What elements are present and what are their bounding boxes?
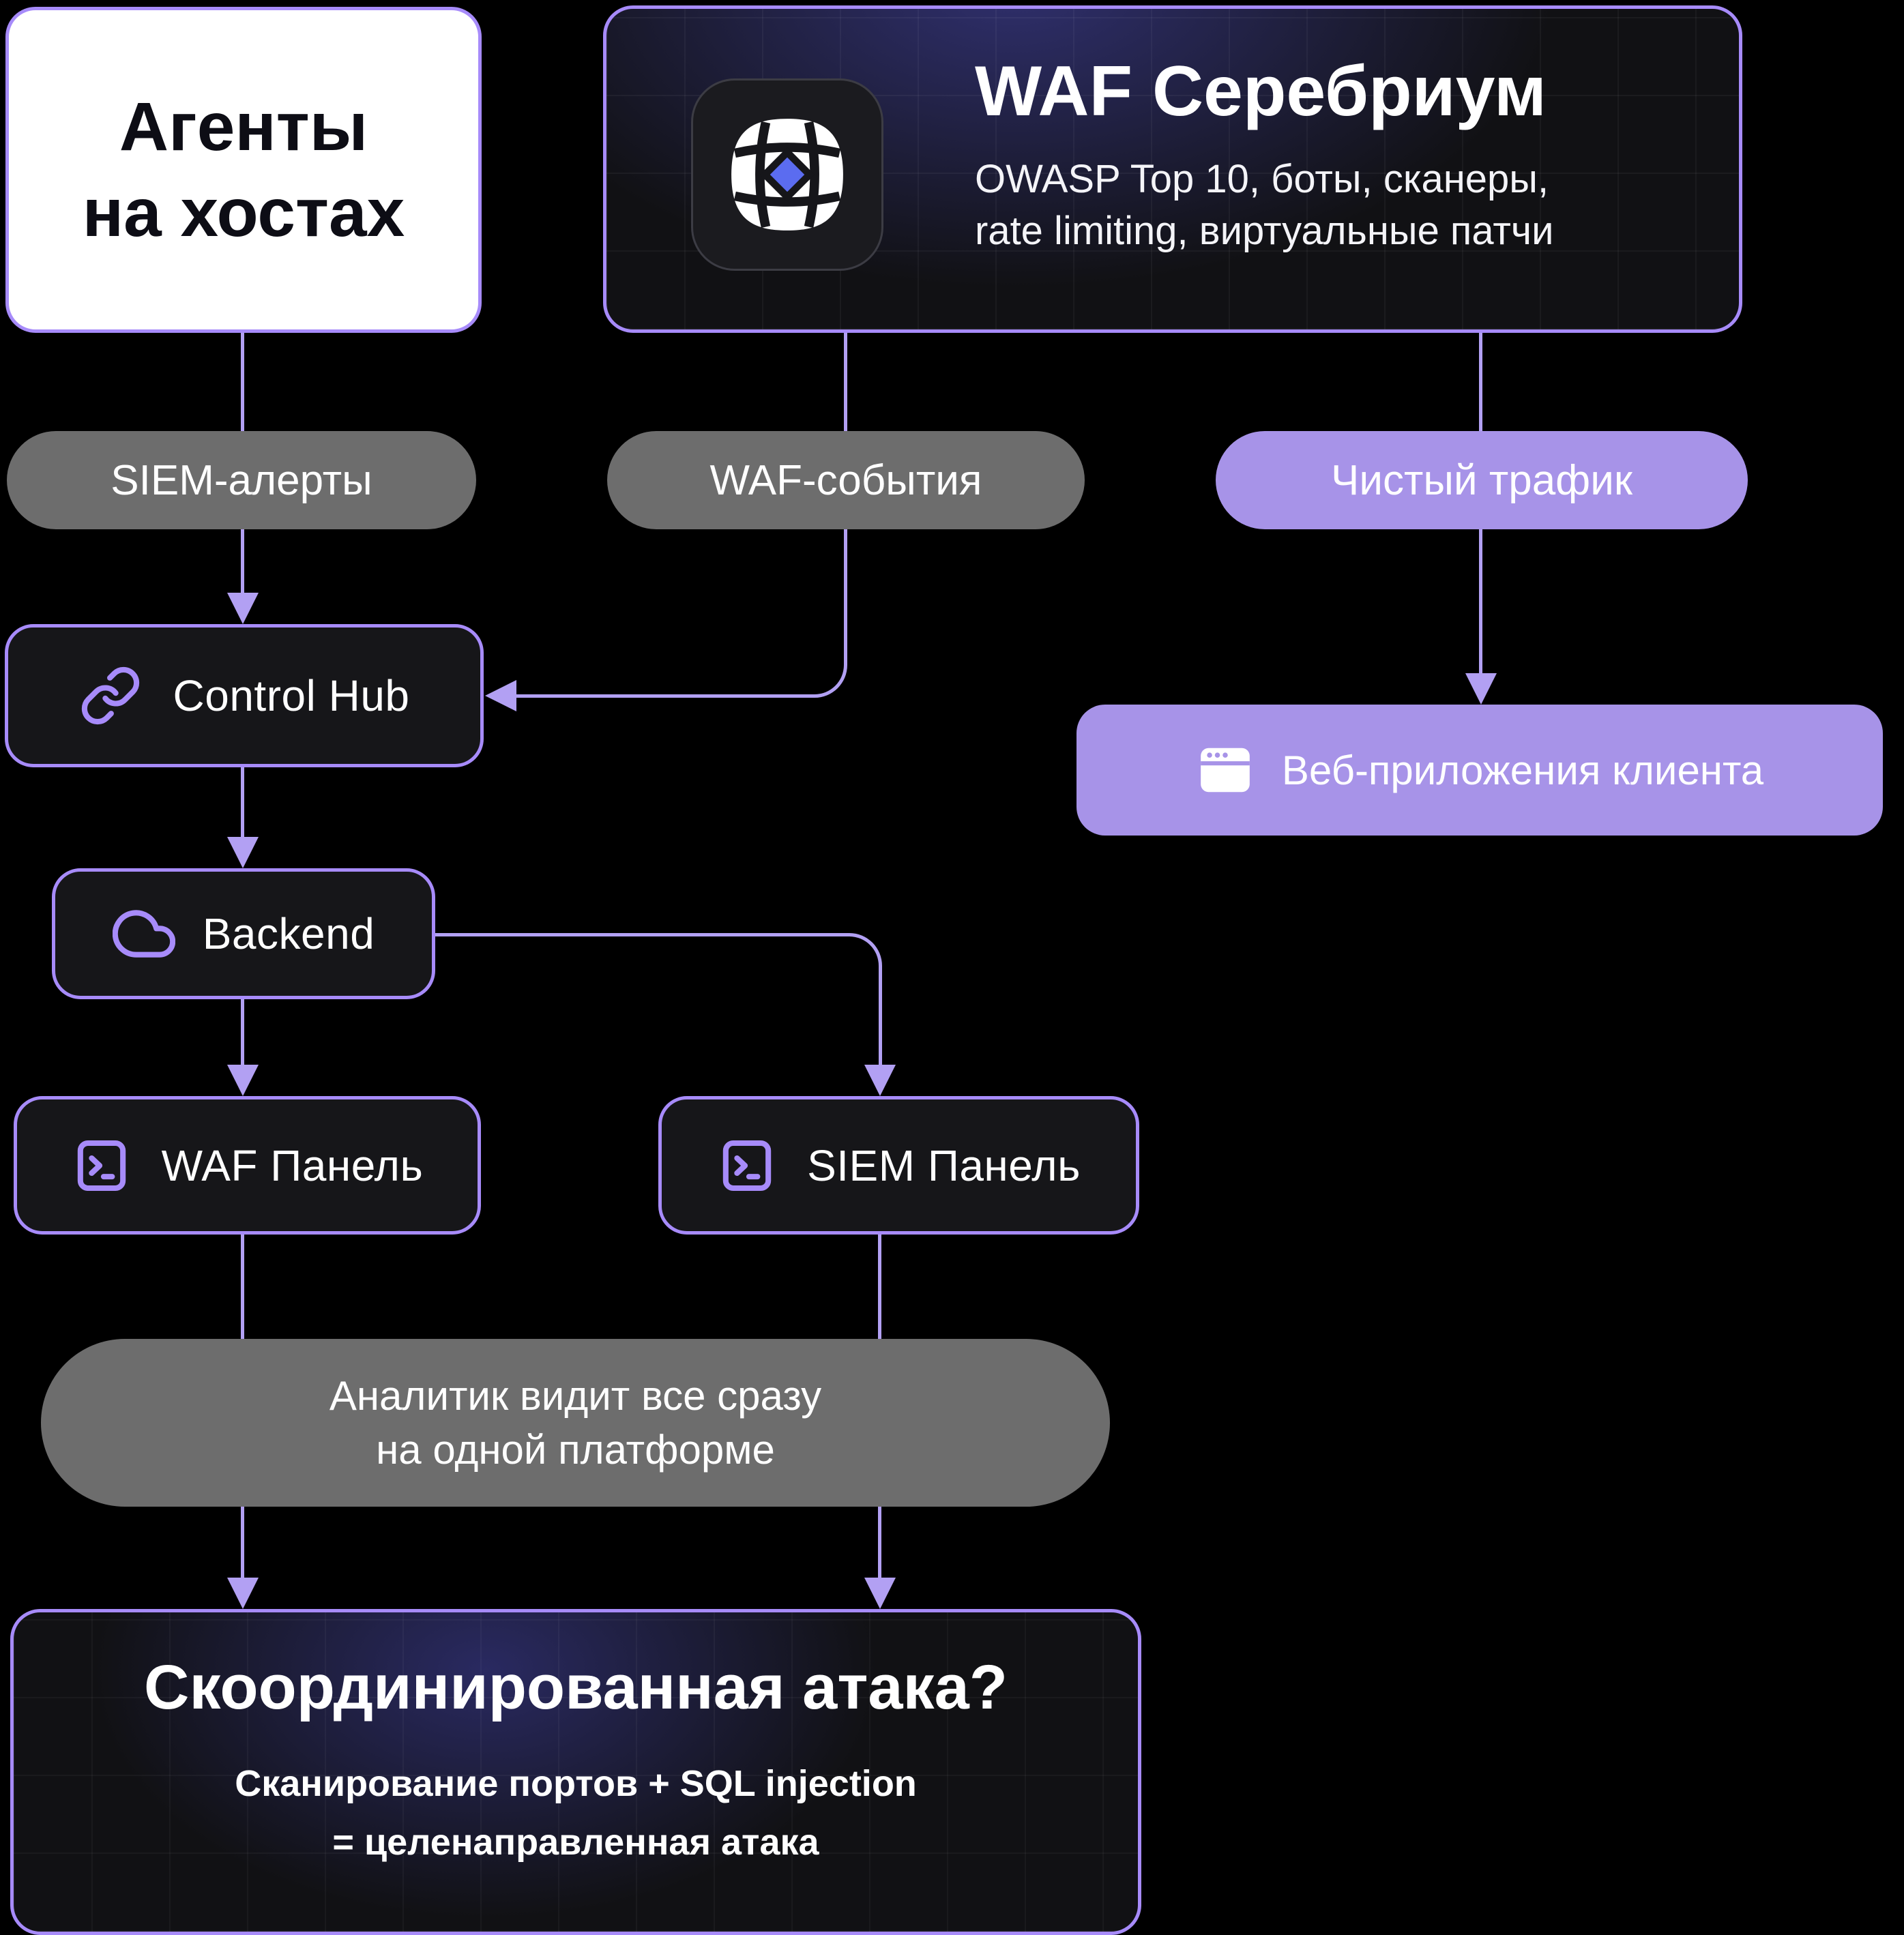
connector-analyst-to-attack-right: [878, 1507, 881, 1580]
connector-backend-to-siem-panel: [435, 933, 882, 1067]
arrowhead-into-backend: [227, 837, 259, 868]
connector-siem-alerts-to-control-hub: [241, 529, 244, 595]
connector-agents-to-siem-alerts: [241, 333, 244, 431]
connector-analyst-to-attack-left: [241, 1507, 244, 1580]
coordinated-attack-subtitle-line1: Сканирование портов + SQL injection: [235, 1762, 917, 1804]
link-icon: [79, 664, 142, 727]
connector-backend-to-waf-panel: [241, 999, 244, 1067]
client-web-apps-label: Веб-приложения клиента: [1281, 747, 1764, 793]
waf-subtitle-line1: OWASP Top 10, боты, сканеры,: [975, 156, 1549, 201]
connector-waf-panel-to-analyst: [241, 1235, 244, 1339]
arrowhead-into-web-apps: [1465, 673, 1497, 705]
arrowhead-into-control-hub: [227, 593, 259, 624]
terminal-icon: [717, 1136, 777, 1196]
connector-waf-events-to-control-hub: [512, 529, 847, 698]
siem-panel-node: SIEM Панель: [658, 1096, 1139, 1235]
connector-clean-traffic-to-web-apps: [1479, 529, 1482, 676]
analyst-note-line1: Аналитик видит все сразу: [329, 1372, 822, 1419]
analyst-note-pill: Аналитик видит все сразу на одной платфо…: [41, 1339, 1110, 1507]
clean-traffic-label: Чистый трафик: [1331, 456, 1632, 504]
waf-events-pill: WAF-события: [607, 431, 1085, 529]
backend-label: Backend: [202, 909, 375, 958]
waf-subtitle-line2: rate limiting, виртуальные патчи: [975, 209, 1554, 254]
arrowhead-into-attack-left: [227, 1578, 259, 1609]
client-web-apps-node: Веб-приложения клиента: [1077, 705, 1883, 836]
siem-panel-label: SIEM Панель: [807, 1140, 1081, 1190]
waf-product-title: WAF Серебриум: [975, 52, 1547, 131]
waf-product-text: WAF Серебриум OWASP Top 10, боты, сканер…: [975, 51, 1554, 258]
analyst-note-line2: на одной платформе: [376, 1427, 775, 1473]
siem-alerts-label: SIEM-алерты: [111, 456, 372, 504]
control-hub-node: Control Hub: [5, 624, 484, 767]
waf-panel-node: WAF Панель: [14, 1096, 481, 1235]
terminal-icon: [72, 1136, 132, 1196]
connector-siem-panel-to-analyst: [878, 1235, 881, 1339]
connector-control-hub-to-backend: [241, 767, 244, 840]
arrowhead-into-siem-panel: [864, 1065, 896, 1096]
control-hub-label: Control Hub: [173, 671, 410, 720]
connector-waf-to-clean-traffic: [1479, 333, 1482, 431]
waf-events-label: WAF-события: [709, 456, 982, 504]
backend-node: Backend: [52, 868, 435, 999]
agents-on-hosts-node: Агенты на хостах: [5, 7, 482, 333]
waf-product-subtitle: OWASP Top 10, боты, сканеры, rate limiti…: [975, 153, 1554, 258]
agents-label-line1: Агенты: [119, 89, 368, 165]
waf-globe-icon: [691, 78, 883, 271]
agents-label-line2: на хостах: [82, 175, 405, 251]
cloud-icon: [112, 902, 175, 965]
coordinated-attack-node: Скоординированная атака? Сканирование по…: [10, 1609, 1141, 1935]
connector-waf-to-waf-events: [844, 333, 847, 431]
coordinated-attack-title: Скоординированная атака?: [144, 1653, 1008, 1722]
waf-product-node: WAF Серебриум OWASP Top 10, боты, сканер…: [603, 5, 1742, 333]
arrowhead-into-control-hub-right: [485, 680, 516, 711]
siem-alerts-pill: SIEM-алерты: [7, 431, 476, 529]
arrowhead-into-waf-panel: [227, 1065, 259, 1096]
browser-icon: [1196, 741, 1255, 799]
waf-panel-label: WAF Панель: [161, 1140, 424, 1190]
coordinated-attack-subtitle-line2: = целенаправленная атака: [332, 1821, 819, 1863]
arrowhead-into-attack-right: [864, 1578, 896, 1609]
clean-traffic-pill: Чистый трафик: [1216, 431, 1748, 529]
